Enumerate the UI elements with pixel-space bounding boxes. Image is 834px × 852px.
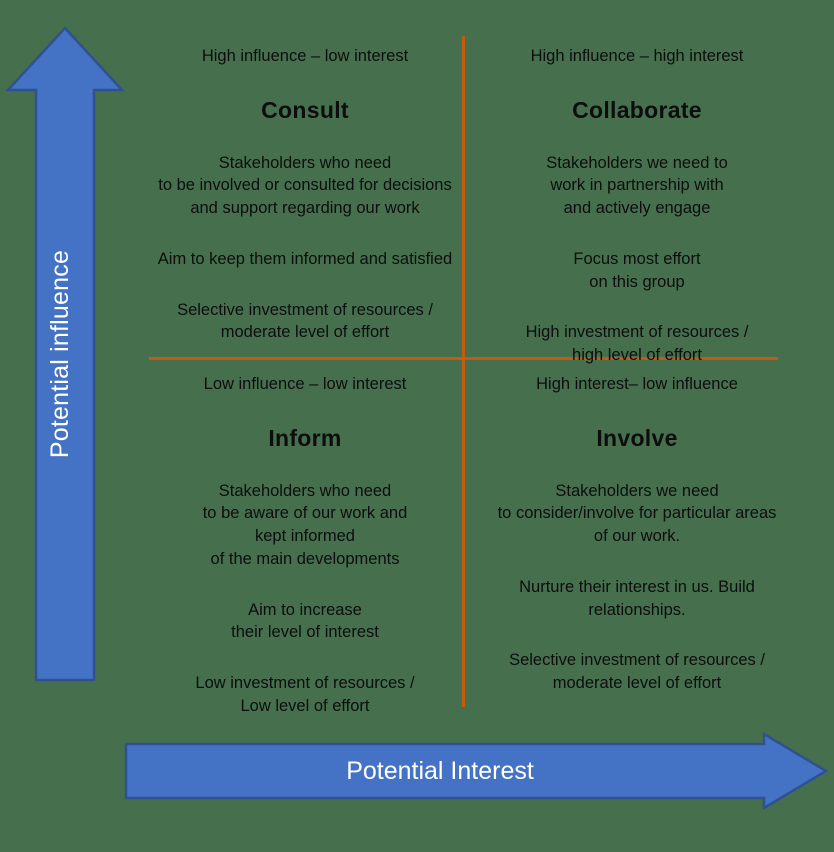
quadrant-description: Stakeholders we need to work in partners… (546, 153, 728, 218)
right-arrow-icon (124, 731, 829, 811)
quadrant-investment: Selective investment of resources / mode… (509, 651, 765, 693)
quadrant-description: Stakeholders who need to be aware of our… (202, 481, 408, 568)
quadrant-axis-note: Low influence – low interest (203, 375, 407, 393)
quadrant-description: Stakeholders we need to consider/involve… (497, 481, 777, 546)
quadrant-investment: Low investment of resources / Low level … (195, 674, 415, 715)
quadrant-investment: High investment of resources / high leve… (525, 323, 749, 365)
quadrant-title: Collaborate (572, 96, 702, 123)
potential-influence-arrow (5, 26, 125, 682)
quadrant-involve: High interest– low influence Involve Sta… (472, 374, 802, 695)
quadrant-axis-note: High influence – high interest (530, 47, 744, 65)
quadrant-title: Inform (268, 424, 342, 451)
quadrant-title: Consult (261, 96, 349, 123)
up-arrow-icon (5, 26, 125, 682)
quadrant-aim: Focus most effort on this group (573, 249, 701, 291)
quadrant-aim: Aim to keep them informed and satisfied (157, 249, 453, 268)
horizontal-divider-line (149, 357, 778, 360)
vertical-divider-line (462, 36, 465, 707)
quadrant-collaborate: High influence – high interest Collabora… (472, 46, 802, 367)
quadrant-consult: High influence – low interest Consult St… (140, 46, 470, 344)
potential-interest-arrow (124, 731, 829, 811)
quadrant-investment: Selective investment of resources / mode… (177, 300, 433, 342)
quadrant-aim: Nurture their interest in us. Build rela… (519, 577, 755, 619)
quadrant-description: Stakeholders who need to be involved or … (158, 153, 452, 218)
quadrant-axis-note: High interest– low influence (536, 375, 738, 393)
quadrant-title: Involve (596, 424, 678, 451)
quadrant-inform: Low influence – low interest Inform Stak… (140, 374, 470, 718)
quadrant-axis-note: High influence – low interest (201, 47, 409, 65)
quadrant-aim: Aim to increase their level of interest (231, 600, 379, 642)
